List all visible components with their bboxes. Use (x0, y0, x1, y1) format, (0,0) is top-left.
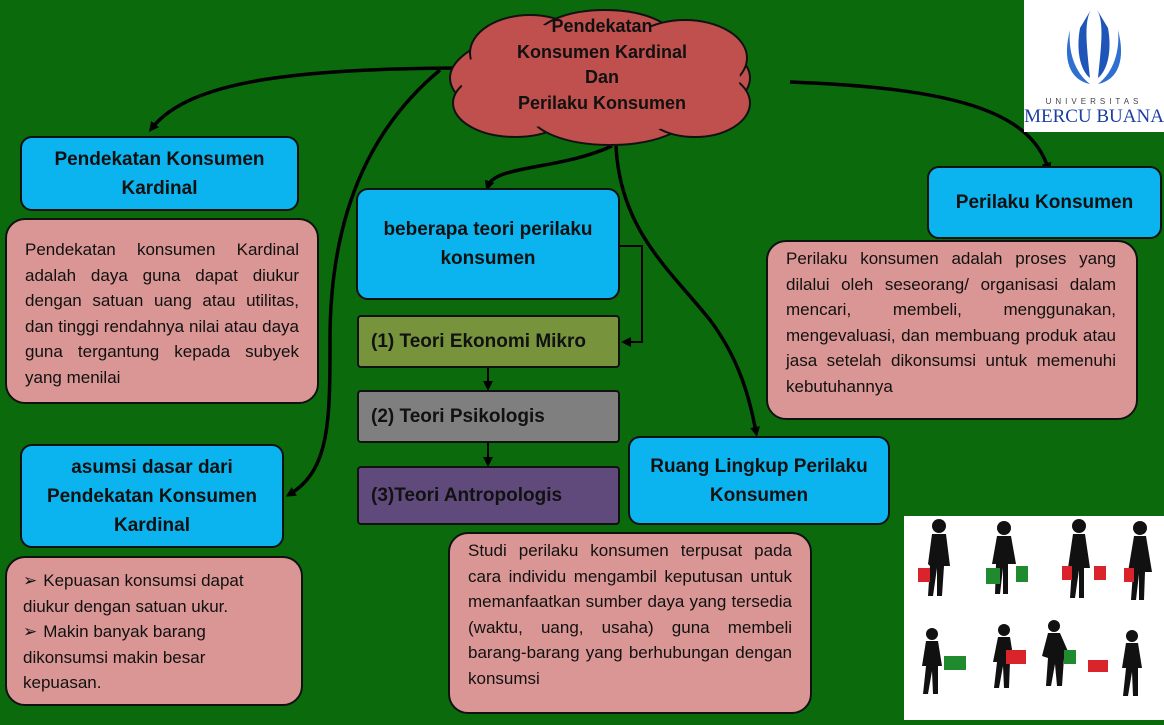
heading-teori: beberapa teori perilaku konsumen (356, 188, 620, 300)
heading-asumsi-label: asumsi dasar dari Pendekatan Konsumen Ka… (46, 456, 258, 536)
heading-perilaku-label: Perilaku Konsumen (955, 192, 1134, 213)
teori-antropologis-label: (3)Teori Antropologis (371, 484, 563, 506)
ruang-lingkup-text: Studi perilaku konsumen terpusat pada ca… (468, 541, 792, 688)
teori-psikologis: (2) Teori Psikologis (357, 390, 620, 443)
perilaku-definition-text: Perilaku konsumen adalah proses yang dil… (786, 249, 1116, 396)
heading-kardinal-label: Pendekatan Konsumen Kardinal (54, 148, 265, 199)
perilaku-definition: Perilaku konsumen adalah proses yang dil… (766, 240, 1138, 420)
teori-psikologis-label: (2) Teori Psikologis (371, 405, 545, 427)
title-line: Konsumen Kardinal (516, 41, 688, 62)
asumsi-list: Kepuasan konsumsi dapat diukur dengan sa… (5, 556, 303, 706)
title-line: Dan (584, 67, 619, 87)
asumsi-bullet: Makin banyak barang dikonsumsi makin bes… (23, 619, 285, 696)
asumsi-bullet: Kepuasan konsumsi dapat diukur dengan sa… (23, 568, 285, 619)
university-logo: UNIVERSITAS MERCU BUANA (1024, 0, 1164, 132)
title-line: Perilaku Konsumen (517, 92, 687, 113)
heading-perilaku: Perilaku Konsumen (927, 166, 1162, 239)
logo-subtitle: UNIVERSITAS (1045, 97, 1143, 106)
shopper-silhouettes-icon (918, 519, 1152, 696)
teori-antropologis: (3)Teori Antropologis (357, 466, 620, 525)
heading-ruang-lingkup-label: Ruang Lingkup Perilaku Konsumen (650, 455, 868, 506)
logo-emblem-icon (1066, 8, 1122, 84)
heading-ruang-lingkup: Ruang Lingkup Perilaku Konsumen (628, 436, 890, 525)
kardinal-definition-text: Pendekatan konsumen Kardinal adalah daya… (25, 240, 299, 387)
kardinal-definition: Pendekatan konsumen Kardinal adalah daya… (5, 218, 319, 404)
title-cloud-shape (449, 9, 751, 146)
heading-kardinal: Pendekatan Konsumen Kardinal (20, 136, 299, 211)
teori-ekonomi-mikro-label: (1) Teori Ekonomi Mikro (371, 330, 587, 352)
shoppers-image (904, 516, 1164, 720)
teori-ekonomi-mikro: (1) Teori Ekonomi Mikro (357, 315, 620, 368)
ruang-lingkup-definition: Studi perilaku konsumen terpusat pada ca… (448, 532, 812, 714)
heading-teori-label: beberapa teori perilaku konsumen (383, 219, 593, 269)
title-cloud-text: Pendekatan Konsumen Kardinal Dan Perilak… (470, 14, 734, 116)
heading-asumsi: asumsi dasar dari Pendekatan Konsumen Ka… (20, 444, 284, 548)
logo-name: MERCU BUANA (1024, 106, 1164, 127)
title-line: Pendekatan (551, 16, 653, 36)
